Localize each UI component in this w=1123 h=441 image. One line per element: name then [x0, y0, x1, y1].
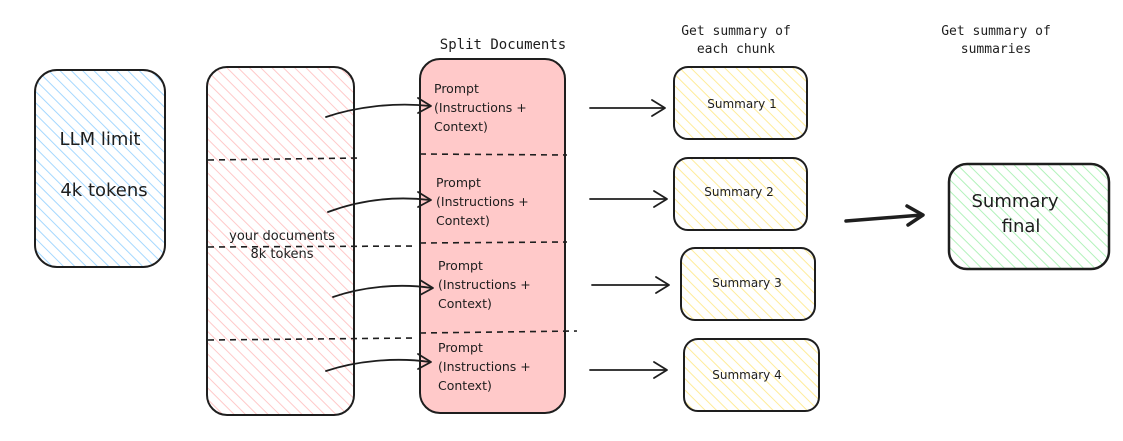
documents-label: your documents — [229, 229, 335, 244]
prompt-4: Prompt (Instructions + Context) — [438, 340, 531, 393]
final-summary-label-line2: final — [1002, 216, 1041, 237]
prompt-4-instructions: (Instructions + — [438, 359, 531, 374]
arrow-doc-to-prompt-4 — [325, 353, 432, 372]
split-line-3b — [419, 330, 578, 334]
prompt-1-context: Context) — [434, 119, 488, 134]
header-split-documents: Split Documents — [440, 37, 566, 53]
summary-2-label: Summary 2 — [704, 185, 773, 199]
prompt-4-context: Context) — [438, 378, 492, 393]
prompt-3-context: Context) — [438, 296, 492, 311]
prompt-2: Prompt (Instructions + Context) — [436, 175, 529, 228]
prompt-4-title: Prompt — [438, 340, 483, 355]
arrow-prompt-to-summary-2 — [589, 190, 668, 208]
prompt-3-title: Prompt — [438, 258, 483, 273]
arrow-prompt-to-summary-1 — [589, 99, 666, 117]
arrow-doc-to-prompt-1 — [325, 97, 432, 118]
split-line-2b — [419, 241, 568, 244]
llm-token-label: 4k tokens — [60, 180, 147, 201]
summary-3-label: Summary 3 — [712, 276, 781, 290]
split-line-3 — [207, 337, 416, 341]
summary-box-2: Summary 2 — [673, 157, 808, 231]
summary-4-label: Summary 4 — [712, 368, 781, 382]
arrow-to-final-summary — [844, 204, 925, 227]
summary-1-label: Summary 1 — [707, 97, 776, 111]
header-chunk-summary-line1: Get summary of — [681, 24, 791, 39]
split-line-2 — [207, 245, 418, 248]
documents-box: your documents 8k tokens — [206, 66, 355, 416]
arrow-doc-to-prompt-3 — [332, 279, 434, 298]
summary-box-4: Summary 4 — [683, 338, 820, 412]
summary-box-3: Summary 3 — [680, 247, 816, 321]
prompt-2-instructions: (Instructions + — [436, 194, 529, 209]
final-summary-box: Summary final — [947, 162, 1111, 271]
split-line-1b — [419, 153, 568, 156]
prompt-1: Prompt (Instructions + Context) — [434, 81, 527, 134]
llm-limit-label: LLM limit — [60, 129, 141, 150]
final-summary-label-line1: Summary — [972, 191, 1059, 212]
prompt-2-title: Prompt — [436, 175, 481, 190]
header-final-summary-line2: summaries — [961, 42, 1031, 57]
arrow-prompt-to-summary-4 — [589, 361, 668, 379]
prompt-3-instructions: (Instructions + — [438, 277, 531, 292]
documents-token-label: 8k tokens — [250, 247, 313, 262]
prompt-1-title: Prompt — [434, 81, 479, 96]
prompt-2-context: Context) — [436, 213, 490, 228]
split-documents-column — [419, 58, 566, 414]
prompt-3: Prompt (Instructions + Context) — [438, 258, 531, 311]
split-line-1 — [207, 157, 359, 161]
llm-limit-box: LLM limit 4k tokens — [34, 69, 166, 268]
arrow-doc-to-prompt-2 — [327, 191, 432, 213]
header-final-summary-line1: Get summary of — [941, 24, 1051, 39]
header-chunk-summary-line2: each chunk — [697, 42, 775, 57]
prompt-1-instructions: (Instructions + — [434, 100, 527, 115]
summary-box-1: Summary 1 — [673, 66, 808, 140]
arrow-prompt-to-summary-3 — [591, 276, 670, 294]
